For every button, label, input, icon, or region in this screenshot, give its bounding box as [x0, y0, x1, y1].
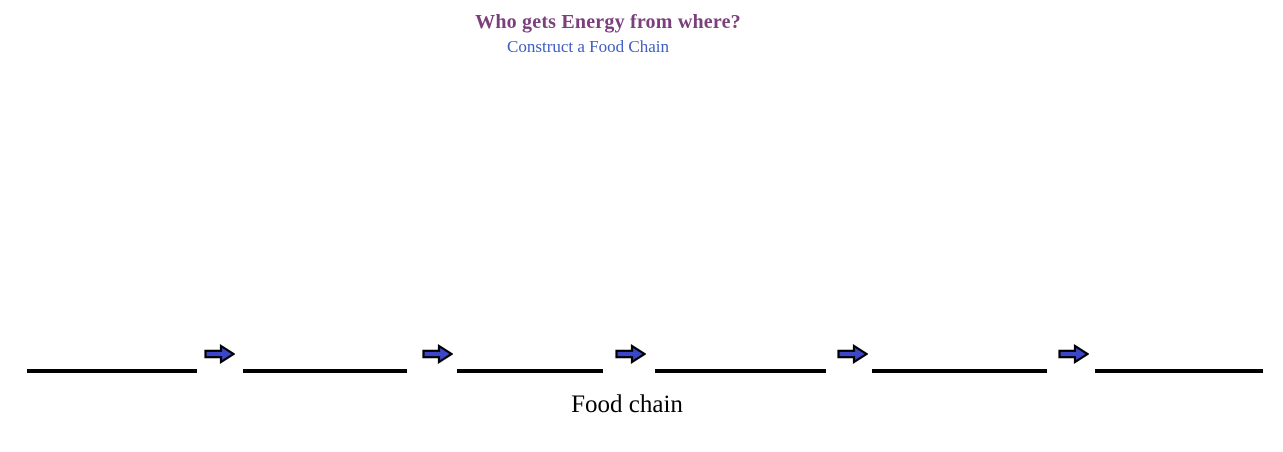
page-title: Who gets Energy from where?	[475, 11, 741, 33]
right-block-arrow-icon	[1058, 343, 1090, 365]
right-block-arrow-icon	[204, 343, 236, 365]
food-chain-blank-3[interactable]	[457, 369, 603, 373]
food-chain-label: Food chain	[571, 391, 683, 418]
food-chain-blank-5[interactable]	[872, 369, 1047, 373]
page-subtitle: Construct a Food Chain	[507, 37, 669, 56]
food-chain-blank-4[interactable]	[655, 369, 826, 373]
right-block-arrow-icon	[615, 343, 647, 365]
right-block-arrow-icon	[422, 343, 454, 365]
food-chain-blank-1[interactable]	[27, 369, 197, 373]
food-chain-blank-6[interactable]	[1095, 369, 1263, 373]
right-block-arrow-icon	[837, 343, 869, 365]
food-chain-blank-2[interactable]	[243, 369, 407, 373]
